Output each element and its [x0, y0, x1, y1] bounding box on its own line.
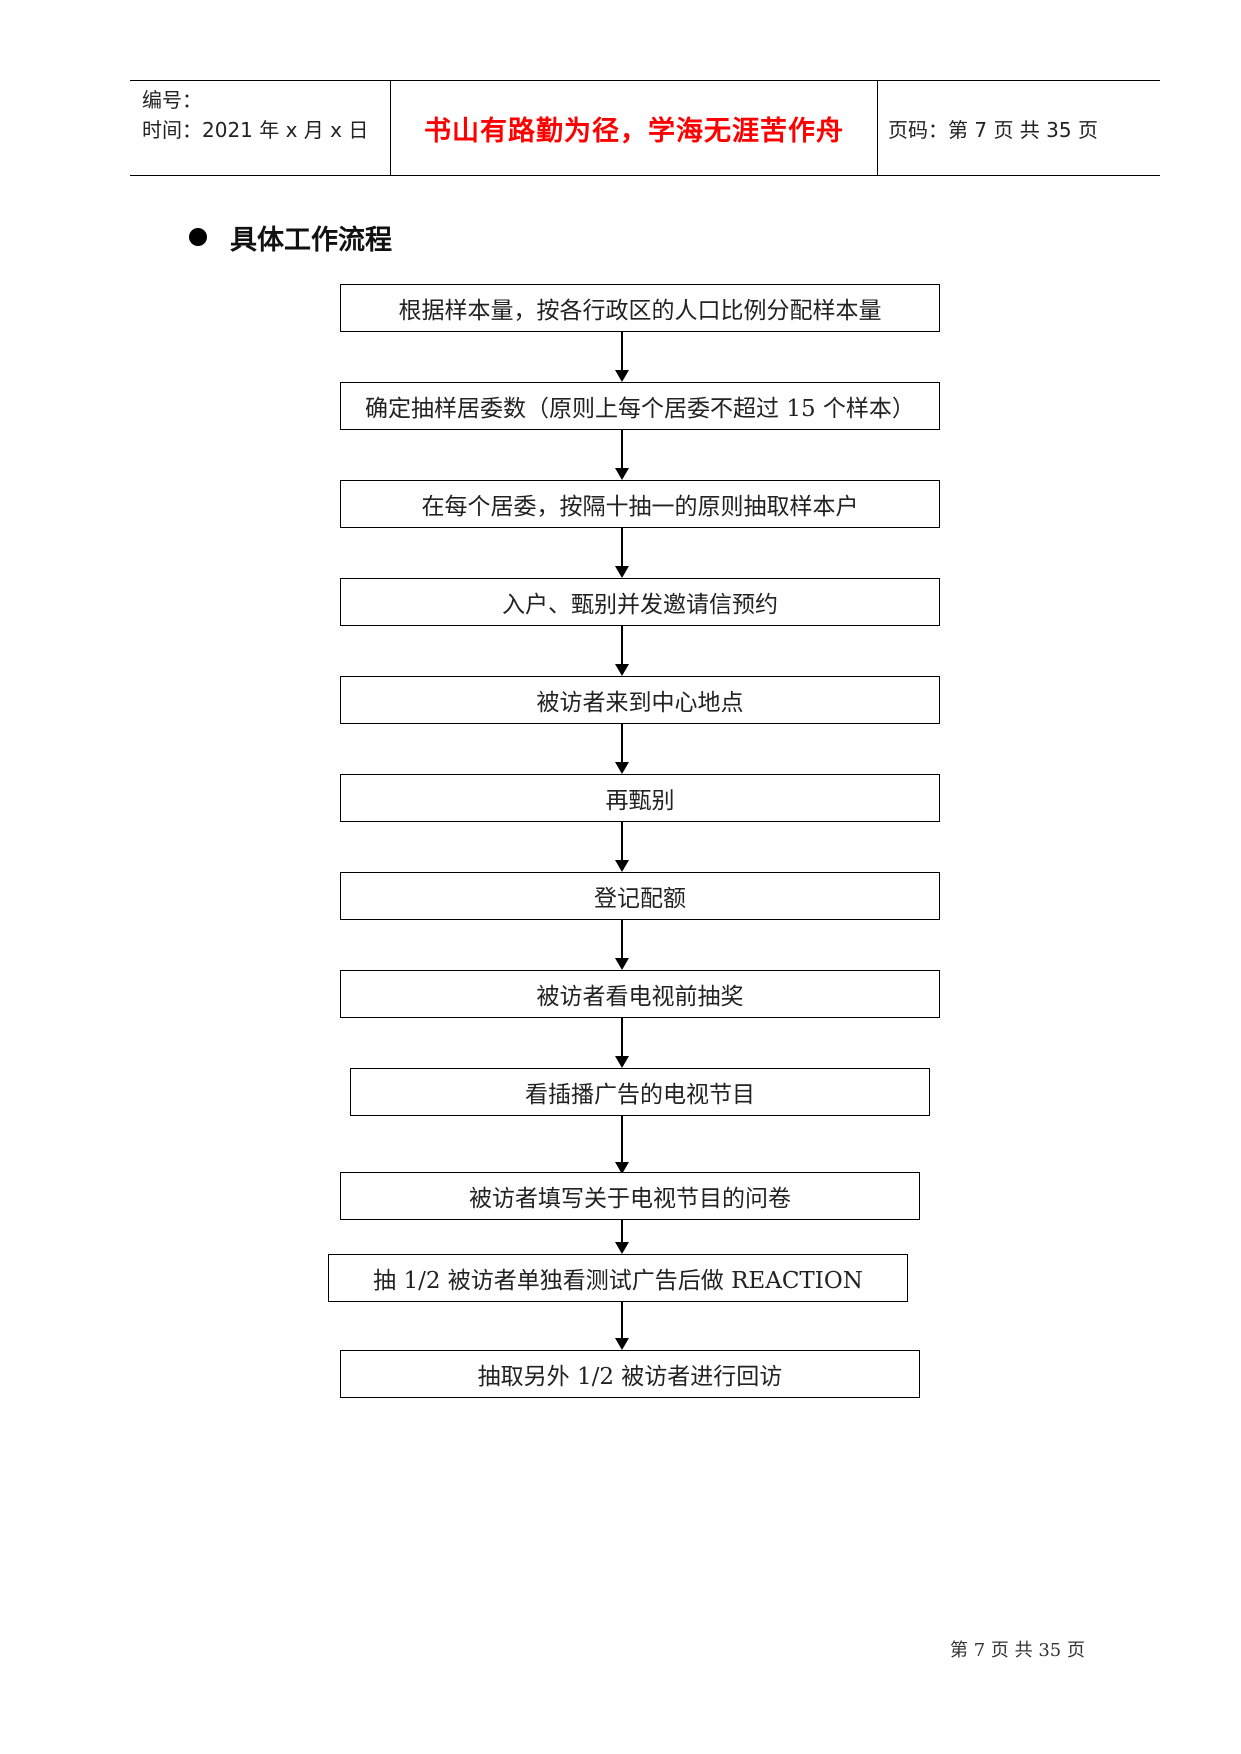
bullet-icon: [189, 228, 207, 246]
flow-step: 抽 1/2 被访者单独看测试广告后做 REACTION: [328, 1254, 908, 1302]
flow-arrow: [615, 1116, 629, 1174]
flow-step: 确定抽样居委数（原则上每个居委不超过 15 个样本）: [340, 382, 940, 430]
flow-arrow: [615, 430, 629, 480]
flow-arrow: [615, 528, 629, 578]
flow-step: 看插播广告的电视节目: [350, 1068, 930, 1116]
flow-step: 被访者填写关于电视节目的问卷: [340, 1172, 920, 1220]
flow-arrow: [615, 822, 629, 872]
flow-step: 根据样本量，按各行政区的人口比例分配样本量: [340, 284, 940, 332]
flow-step: 被访者来到中心地点: [340, 676, 940, 724]
section-title: 具体工作流程: [230, 225, 392, 256]
motto: 书山有路勤为径，学海无涯苦作舟: [424, 115, 844, 147]
flow-arrow: [615, 1220, 629, 1254]
flow-arrow: [615, 626, 629, 676]
page-footer: 第 7 页 共 35 页: [950, 1640, 1085, 1661]
flow-arrow: [615, 724, 629, 774]
code-label: 编号：: [142, 88, 202, 112]
page-header: 编号： 时间：2021 年 x 月 x 日 书山有路勤为径，学海无涯苦作舟 页码…: [130, 80, 1160, 176]
flow-arrow: [615, 1018, 629, 1068]
flow-arrow: [615, 1302, 629, 1350]
flow-step: 登记配额: [340, 872, 940, 920]
flow-arrow: [615, 332, 629, 382]
header-divider: [390, 81, 391, 175]
page-info: 页码：第 7 页 共 35 页: [888, 117, 1098, 142]
flow-step: 抽取另外 1/2 被访者进行回访: [340, 1350, 920, 1398]
flow-step: 被访者看电视前抽奖: [340, 970, 940, 1018]
flow-step: 再甄别: [340, 774, 940, 822]
header-divider: [877, 81, 878, 175]
time-label: 时间：2021 年 x 月 x 日: [142, 118, 369, 142]
flow-arrow: [615, 920, 629, 970]
flow-step: 入户、甄别并发邀请信预约: [340, 578, 940, 626]
header-meta: 编号： 时间：2021 年 x 月 x 日: [142, 85, 392, 171]
flow-step: 在每个居委，按隔十抽一的原则抽取样本户: [340, 480, 940, 528]
